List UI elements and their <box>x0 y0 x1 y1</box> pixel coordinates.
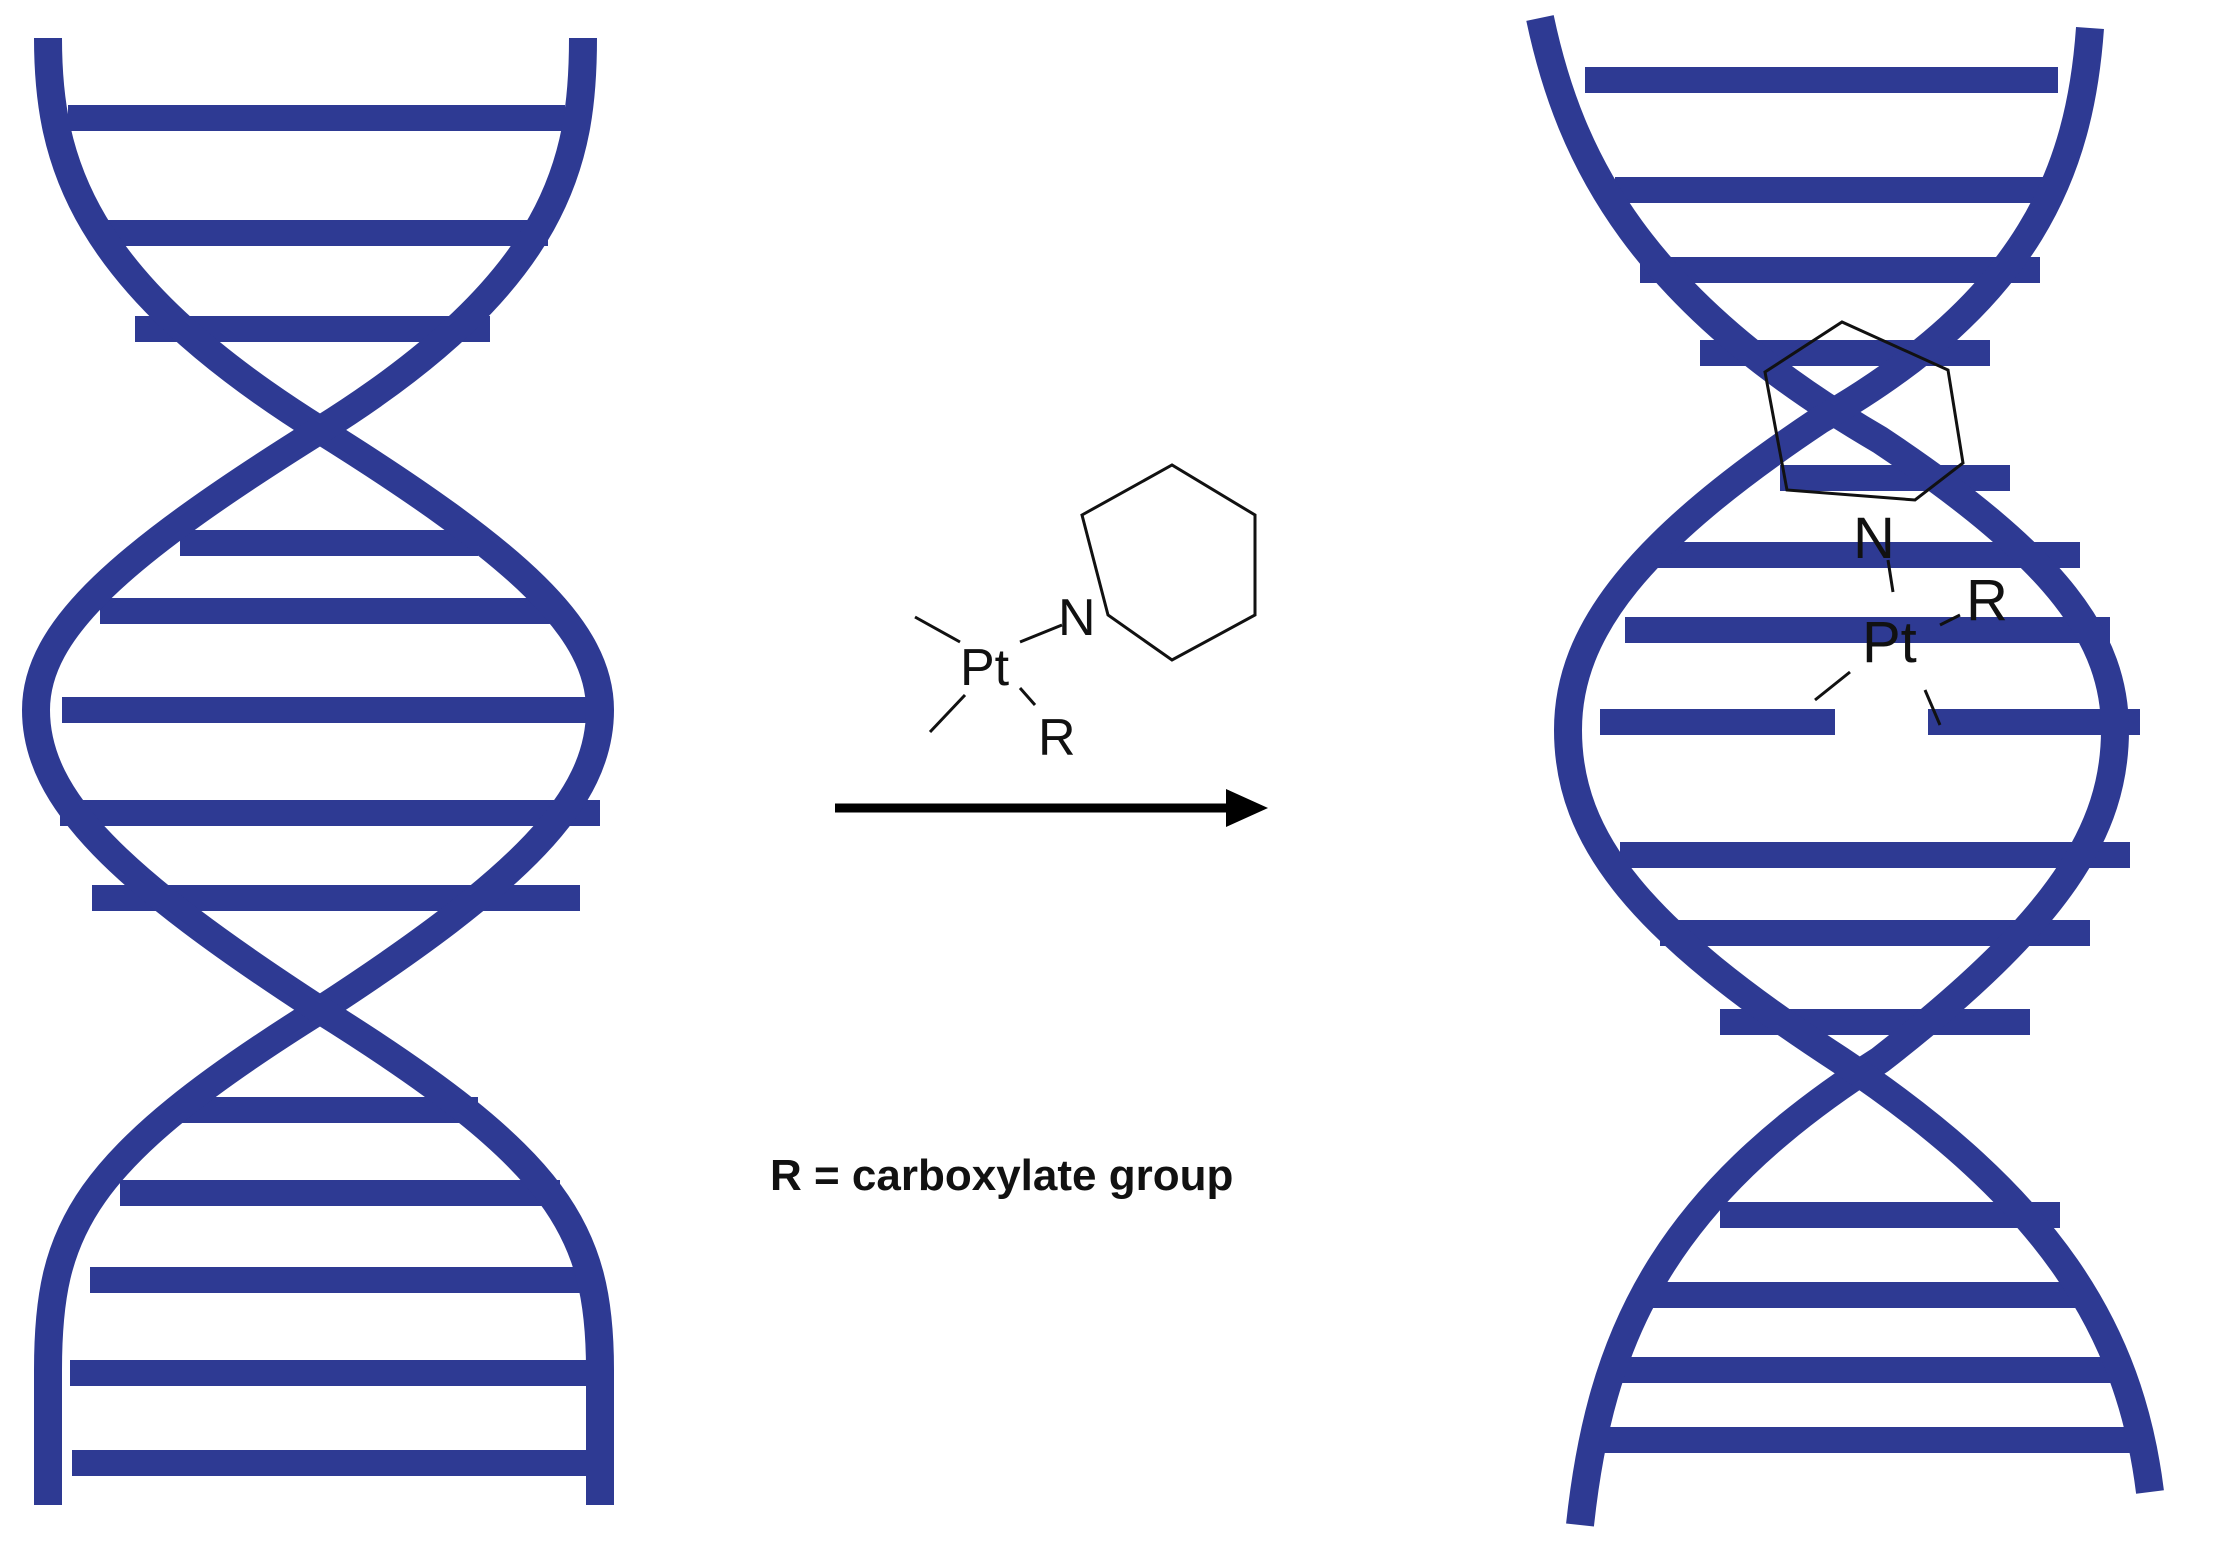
adduct-structure: N Pt R <box>1763 320 2008 726</box>
nitrogen-atom-label: N <box>1853 506 1895 571</box>
backbone-strand-b <box>22 37 614 1505</box>
bond-pt-r <box>1939 613 1961 627</box>
bond-n-pt <box>1886 559 1895 593</box>
backbone-strand-a <box>34 37 614 1505</box>
backbone-strand-a <box>1526 15 2129 1527</box>
arrow-head <box>1226 789 1268 827</box>
piperidine-ring-bound <box>1763 320 1965 502</box>
bond-pt-base-left <box>1814 670 1851 702</box>
r-group-label: R <box>1966 568 2008 633</box>
platinum-atom-label: Pt <box>1862 610 1917 675</box>
bond-pt-r <box>1018 687 1037 706</box>
platinum-atom-label: Pt <box>960 639 1010 697</box>
bond-pt-ligand-lower <box>928 693 967 734</box>
reaction-arrow <box>835 789 1268 827</box>
base-pairs-original <box>60 105 605 1476</box>
bond-pt-ligand-upper <box>914 615 961 644</box>
piperidine-ring <box>1080 463 1257 662</box>
bond-pt-base-right <box>1923 689 1942 726</box>
nitrogen-atom-label: N <box>1058 589 1096 647</box>
backbone-strand-b <box>1554 27 2164 1494</box>
dna-helix-original <box>22 37 614 1505</box>
reagent-structure: N Pt R <box>914 463 1257 767</box>
r-group-caption: R = carboxylate group <box>770 1151 1233 1200</box>
r-group-label: R <box>1038 709 1076 767</box>
dna-helix-adduct <box>1526 15 2164 1527</box>
bond-pt-n <box>1019 623 1063 644</box>
